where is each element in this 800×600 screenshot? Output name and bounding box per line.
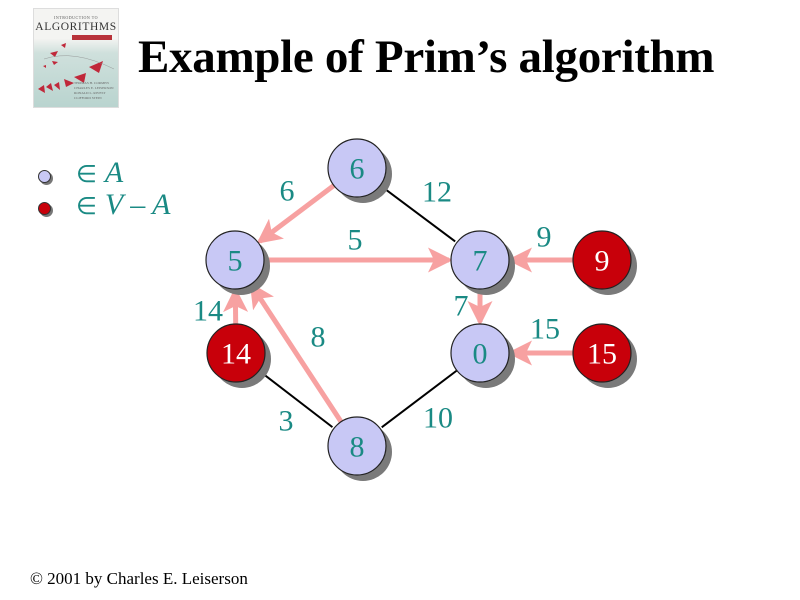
edge-weight-label: 7 [454,290,469,323]
edge-n6-n5 [256,183,336,244]
node-key-label: 7 [473,245,488,278]
node-6: 6 [327,138,392,203]
node-0: 0 [450,323,515,388]
node-key-label: 15 [587,338,617,371]
lavender-dot-icon [38,170,51,183]
node-key-label: 9 [595,245,610,278]
node-7: 7 [450,230,515,295]
edge-weight-label: 15 [530,313,560,346]
node-14: 14 [206,323,271,388]
edge-weight-label: 6 [280,175,295,208]
element-of-symbol: ∈ [76,194,97,220]
edge-n8-n5 [249,282,344,424]
book-author: CHARLES E. LEISERSON [74,86,114,90]
element-of-symbol: ∈ [76,162,97,188]
copyright-footer: © 2001 by Charles E. Leiserson [30,569,248,588]
book-author: RONALD L. RIVEST [74,91,106,95]
node-key-label: 14 [221,338,251,371]
book-edition-band [72,35,112,40]
book-cover-art [38,43,115,93]
edge-weight-label: 10 [423,402,453,435]
edge-weight-label: 5 [348,224,363,257]
node-key-label: 6 [350,153,365,186]
node-key-label: 8 [350,431,365,464]
edge-weight-label: 14 [193,295,223,328]
book-top-line: INTRODUCTION TO [54,15,98,20]
book-cover-logo: INTRODUCTION TO ALGORITHMS THOMAS H. COR… [33,8,119,108]
edge-n6-n7 [379,184,456,243]
edge-n0-n8 [381,369,458,429]
node-9: 9 [572,230,637,295]
edge-weight-label: 3 [279,405,294,438]
node-8: 8 [327,416,392,481]
legend-set-label: V – A [104,188,171,221]
edge-n14-n8 [258,369,334,428]
book-authors: THOMAS H. CORMEN CHARLES E. LEISERSON RO… [74,81,114,101]
node-key-label: 5 [228,245,243,278]
legend-set-label: A [104,156,124,189]
book-author: THOMAS H. CORMEN [74,81,109,85]
book-title: ALGORITHMS [35,21,117,33]
red-dot-icon [38,202,51,215]
node-15: 15 [572,323,637,388]
node-5: 5 [205,230,270,295]
edge-weight-label: 12 [422,176,452,209]
book-author: CLIFFORD STEIN [74,96,102,100]
node-key-label: 0 [473,338,488,371]
slide-title: Example of Prim’s algorithm [138,31,715,83]
edge-weight-label: 8 [311,321,326,354]
edge-weight-label: 9 [537,221,552,254]
